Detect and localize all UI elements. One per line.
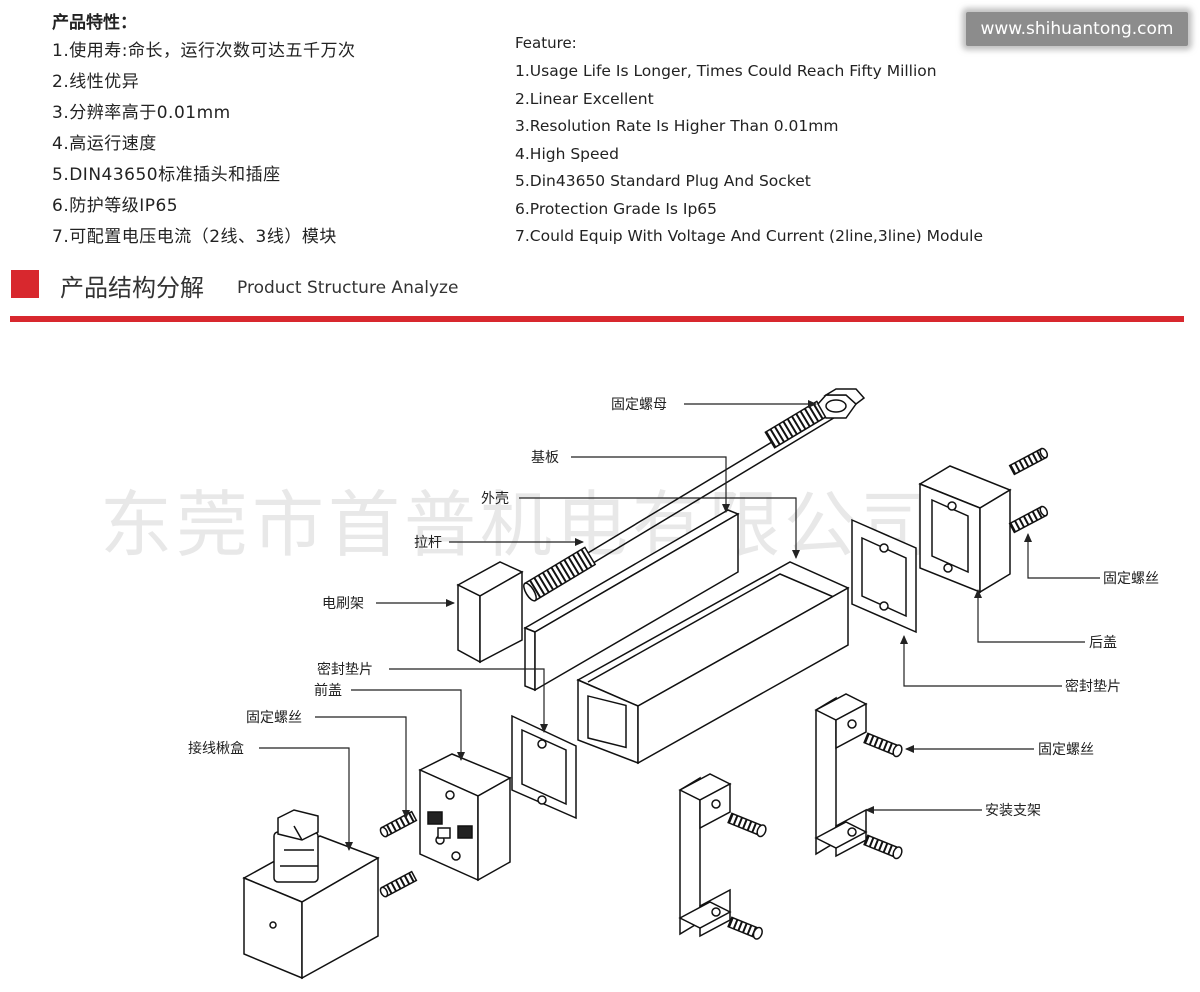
features-cn-item: 4.高运行速度	[52, 134, 157, 154]
label-front-cover: 前盖	[314, 682, 342, 699]
exploded-diagram: 东莞市首普机电有限公司	[100, 388, 1159, 980]
nut-icon	[817, 388, 866, 419]
features-en-item: 7.Could Equip With Voltage And Current (…	[515, 227, 984, 245]
label-brush-holder: 电刷架	[322, 596, 364, 612]
brush-holder	[456, 561, 524, 664]
features-cn-item: 6.防护等级IP65	[52, 196, 179, 216]
section-title-cn: 产品结构分解	[60, 274, 204, 302]
features-en-title: Feature:	[515, 34, 577, 52]
rear-cover	[918, 465, 1012, 594]
label-screw-top-right: 固定螺丝	[1103, 571, 1159, 587]
label-junction-box: 接线楸盒	[188, 740, 244, 757]
section-divider	[10, 316, 1184, 322]
features-en-item: 4.High Speed	[515, 144, 619, 163]
section-marker	[11, 270, 39, 298]
label-base-plate: 基板	[531, 449, 559, 466]
front-screw-icon	[379, 810, 418, 898]
site-watermark: www.shihuantong.com	[966, 12, 1188, 46]
features-en-item: 3.Resolution Rate Is Higher Than 0.01mm	[515, 117, 839, 135]
features-en-item: 2.Linear Excellent	[515, 89, 654, 108]
features-en-item: 5.Din43650 Standard Plug And Socket	[515, 172, 811, 190]
leader-lines	[259, 400, 1100, 851]
base-plate	[523, 509, 740, 692]
mounting-bracket-right	[814, 693, 868, 858]
front-seal-gasket	[511, 714, 577, 820]
bracket-screw-icon	[863, 732, 903, 860]
label-bracket: 安装支架	[985, 803, 1041, 819]
label-rear-cover: 后盖	[1089, 635, 1117, 651]
label-seal-front: 密封垫片	[317, 661, 373, 678]
housing	[576, 561, 850, 765]
features-cn-item: 5.DIN43650标准插头和插座	[52, 165, 281, 185]
junction-box	[242, 809, 380, 980]
features-cn-list: 1.使用寿:命长，运行次数可达五千万次 2.线性优异 3.分辨率高于0.01mm…	[52, 36, 355, 253]
rear-screw-icon	[1008, 447, 1049, 534]
label-pull-rod: 拉杆	[414, 535, 442, 551]
front-cover	[418, 753, 512, 882]
bracket-left-screw-icon	[727, 812, 767, 940]
mounting-bracket-left	[678, 773, 732, 938]
label-nut: 固定螺母	[611, 397, 667, 413]
features-cn-item: 2.线性优异	[52, 72, 140, 92]
features-en-list: 1.Usage Life Is Longer, Times Could Reac…	[515, 58, 983, 251]
rear-seal-gasket	[851, 518, 917, 634]
label-screw-bracket: 固定螺丝	[1038, 742, 1094, 758]
pull-rod	[523, 400, 843, 602]
company-watermark: 东莞市首普机电有限公司	[100, 483, 936, 567]
label-screw-front: 固定螺丝	[246, 710, 302, 726]
label-seal-rear: 密封垫片	[1065, 678, 1121, 695]
section-title-en: Product Structure Analyze	[237, 278, 459, 298]
features-cn-item: 7.可配置电压电流（2线、3线）模块	[52, 227, 337, 247]
features-cn-item: 3.分辨率高于0.01mm	[52, 103, 231, 123]
label-housing: 外壳	[481, 490, 509, 507]
features-cn-title: 产品特性：	[52, 13, 137, 33]
features-cn-item: 1.使用寿:命长，运行次数可达五千万次	[52, 41, 356, 61]
features-en-item: 6.Protection Grade Is Ip65	[515, 199, 718, 218]
features-en-item: 1.Usage Life Is Longer, Times Could Reac…	[515, 62, 937, 80]
